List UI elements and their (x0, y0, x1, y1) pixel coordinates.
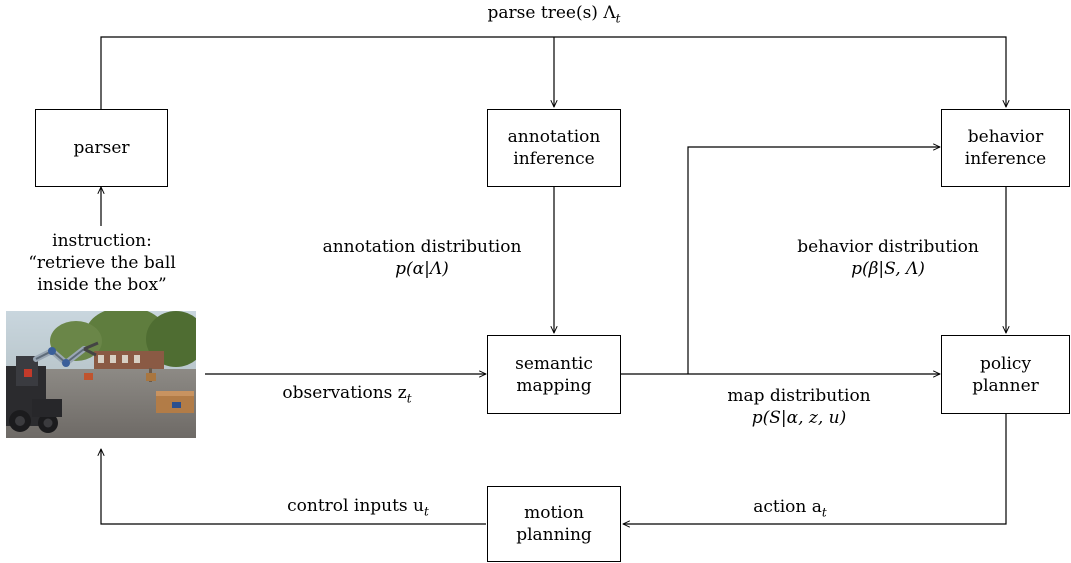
policy-planner-label-line1: policy (979, 353, 1032, 374)
label-parse-trees: parse tree(s) Λt (454, 2, 654, 29)
label-parse-trees-text: parse tree(s) Λ (487, 3, 616, 23)
label-control-inputs: control inputs ut (248, 495, 468, 522)
behavior-distribution-formula: p(β|S, Λ) (851, 259, 925, 279)
motion-planning-box: motion planning (487, 486, 621, 562)
edge-policy-to-motion (623, 414, 1007, 524)
instruction-line2: “retrieve the ball (28, 253, 176, 273)
label-annotation-distribution: annotation distribution p(α|Λ) (300, 236, 544, 280)
instruction-line1: instruction: (52, 231, 152, 251)
action-subscript: t (821, 505, 827, 520)
label-parse-trees-subscript: t (615, 11, 621, 26)
control-inputs-text: control inputs u (287, 496, 425, 516)
instruction-line3: inside the box” (37, 275, 167, 295)
parser-box: parser (35, 109, 168, 187)
label-observations: observations zt (262, 382, 432, 409)
annotation-distribution-text: annotation distribution (322, 237, 522, 257)
parser-label: parser (73, 138, 130, 158)
label-map-distribution: map distribution p(S|α, z, u) (684, 385, 914, 429)
policy-planner-box: policy planner (941, 335, 1070, 414)
annotation-inference-label-line1: annotation (507, 127, 601, 147)
behavior-distribution-text: behavior distribution (797, 237, 979, 257)
behavior-inference-box: behavior inference (941, 109, 1070, 187)
edge-map-to-behavior (687, 147, 940, 374)
control-inputs-subscript: t (424, 504, 429, 519)
observations-text: observations z (282, 383, 407, 403)
policy-planner-label-line2: planner (972, 375, 1039, 396)
label-behavior-distribution: behavior distribution p(β|S, Λ) (776, 236, 1000, 280)
motion-planning-label-line1: motion (524, 503, 584, 523)
label-instruction: instruction: “retrieve the ball inside t… (0, 230, 204, 296)
annotation-inference-label-line2: inference (513, 149, 595, 169)
robot-photo (6, 311, 196, 438)
behavior-inference-label-line1: behavior (967, 127, 1044, 147)
robot-scene-image (6, 311, 196, 438)
motion-planning-label-line2: planning (516, 525, 592, 545)
annotation-inference-box: annotation inference (487, 109, 621, 187)
label-action: action at (730, 496, 850, 523)
behavior-inference-label-line2: inference (964, 149, 1047, 169)
map-distribution-text: map distribution (727, 386, 871, 406)
semantic-mapping-label-line1: semantic (515, 353, 593, 374)
semantic-mapping-label-line2: mapping (516, 375, 592, 396)
observations-subscript: t (406, 391, 412, 406)
semantic-mapping-box: semantic mapping (487, 335, 621, 414)
action-text: action a (753, 497, 822, 517)
annotation-distribution-formula: p(α|Λ) (395, 259, 449, 279)
edge-motion-to-robot (101, 449, 486, 525)
map-distribution-formula: p(S|α, z, u) (751, 408, 847, 428)
